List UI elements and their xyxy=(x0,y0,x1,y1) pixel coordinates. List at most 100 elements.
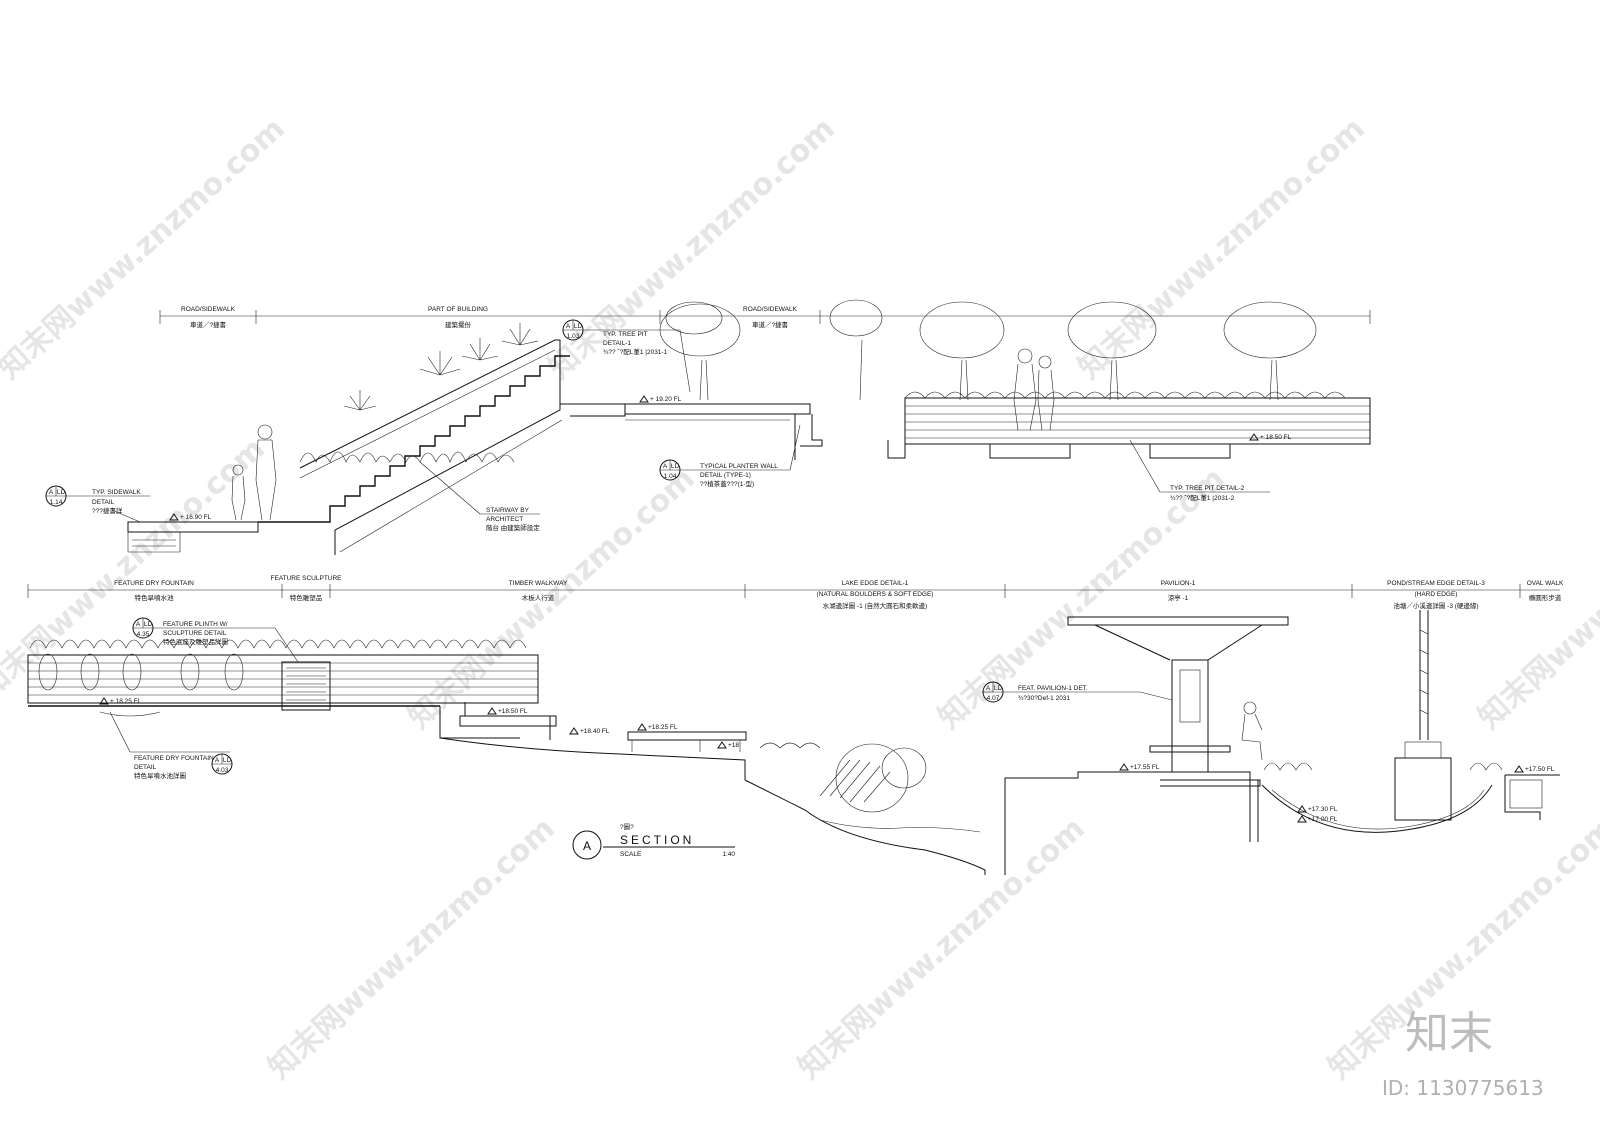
zone-sublabel: (NATURAL BOULDERS & SOFT EDGE) xyxy=(817,591,934,598)
svg-text:1.03: 1.03 xyxy=(567,333,580,340)
svg-text:+ 19.20 FL: + 19.20 FL xyxy=(650,396,682,403)
callout-sidewalk: A LD 1.14 TYP. SIDEWALK DETAIL ???捷書詳 xyxy=(45,485,150,523)
zone-sublabel: 特色旱噴水池 xyxy=(135,593,175,602)
svg-text:A: A xyxy=(566,323,571,330)
svg-text:4.35: 4.35 xyxy=(137,631,150,638)
logo-text: 知末 xyxy=(1405,1008,1493,1059)
svg-text:LD: LD xyxy=(223,757,232,764)
callout-planter-wall: A LD 1.04 TYPICAL PLANTER WALL DETAIL (T… xyxy=(659,424,801,488)
svg-text:A: A xyxy=(215,757,220,764)
section-title-block: A ?圖? SECTION SCALE 1:40 xyxy=(572,823,735,860)
zone-sublabel: 木板人行道 xyxy=(522,593,555,602)
svg-text:¾?? ˘?配L堇1 |2031-2: ¾?? ˘?配L堇1 |2031-2 xyxy=(1170,493,1235,502)
svg-text:+18.40 FL: +18.40 FL xyxy=(580,728,610,735)
zone-sublabel: 橢圓形步道 xyxy=(1529,593,1562,602)
svg-text:TYP. SIDEWALK: TYP. SIDEWALK xyxy=(92,489,141,496)
svg-text:LD: LD xyxy=(57,489,66,496)
scale-label: SCALE xyxy=(620,851,642,858)
zone-sublabel: 特色雕塑品 xyxy=(290,593,323,602)
zone-label: PAVILION-1 xyxy=(1161,580,1196,587)
svg-text:A: A xyxy=(663,463,668,470)
svg-text:+ 18.25 FL: + 18.25 FL xyxy=(110,698,142,705)
zone-sublabel: 水湖邊詳圖 -1 (自然大圓石和柔軟邊) xyxy=(823,601,928,610)
watermark-text: 知末网www.znzmo.com xyxy=(542,111,842,386)
svg-text:1.04: 1.04 xyxy=(664,473,677,480)
shrub-group xyxy=(29,639,527,691)
svg-text:特色旱噴水池詳圖: 特色旱噴水池詳圖 xyxy=(134,771,186,780)
svg-text:DETAIL: DETAIL xyxy=(92,499,115,506)
svg-text:DETAIL: DETAIL xyxy=(134,764,157,771)
svg-text:DETAIL-1: DETAIL-1 xyxy=(603,340,631,347)
section-letter: A xyxy=(583,839,591,853)
svg-text:ARCHITECT: ARCHITECT xyxy=(486,516,523,523)
svg-text:+18: +18 xyxy=(728,742,739,749)
svg-text:FEATURE PLINTH W/: FEATURE PLINTH W/ xyxy=(163,621,228,628)
note-stairway: STAIRWAY BY ARCHITECT 階台 由建築師設定 xyxy=(419,461,540,532)
zone-sublabel: 車道／?捷書 xyxy=(752,320,789,329)
svg-text:TYPICAL PLANTER WALL: TYPICAL PLANTER WALL xyxy=(700,463,778,470)
level-markers: + 18.25 FL +18.50 FL +18.40 FL +18.25 FL… xyxy=(99,697,1555,823)
svg-text:LD: LD xyxy=(671,463,680,470)
zone-sublabel: 涼亭 -1 xyxy=(1168,593,1189,602)
svg-text:???捷書詳: ???捷書詳 xyxy=(92,506,123,515)
tree-group xyxy=(659,299,1346,401)
watermark-text: 知末网www.znzmo.com xyxy=(0,431,272,706)
lower-section: FEATURE DRY FOUNTAIN 特色旱噴水池 FEATURE SCUL… xyxy=(27,575,1564,875)
figure-group xyxy=(231,348,1055,521)
svg-text:FEATURE DRY FOUNTAIN: FEATURE DRY FOUNTAIN xyxy=(134,755,214,762)
svg-text:SCULPTURE DETAIL: SCULPTURE DETAIL xyxy=(163,630,227,637)
svg-text:+18.25 FL: +18.25 FL xyxy=(648,724,678,731)
svg-text:+ 18.50 FL: + 18.50 FL xyxy=(1260,434,1292,441)
scale-value: 1:40 xyxy=(722,851,735,858)
svg-text:+ 16.90 FL: + 16.90 FL xyxy=(180,514,212,521)
svg-text:+17.00 FL: +17.00 FL xyxy=(1308,816,1338,823)
zone-label: POND/STREAM EDGE DETAIL-3 xyxy=(1387,580,1485,587)
zone-label: FEATURE SCULPTURE xyxy=(270,575,342,582)
image-id: ID: 1130775613 xyxy=(1382,1076,1544,1100)
svg-text:TYP. TREE PIT DETAIL-2: TYP. TREE PIT DETAIL-2 xyxy=(1170,485,1245,492)
callout-pavilion: A LD 4.07 FEAT. PAVILION-1 DET. ¾?30?Def… xyxy=(982,681,1173,703)
section-title: SECTION xyxy=(620,833,694,847)
shrub-group xyxy=(299,323,539,463)
zone-sublabel: 建築擺份 xyxy=(445,320,472,329)
svg-text:+17.55 FL: +17.55 FL xyxy=(1130,764,1160,771)
upper-section: ROAD/SIDEWALK 車道／?捷書 PART OF BUILDING 建築… xyxy=(45,299,1371,555)
watermark-text: 知末网www.znzmo.com xyxy=(0,111,292,386)
svg-text:TYP. TREE PIT: TYP. TREE PIT xyxy=(603,331,648,338)
zone-label: LAKE EDGE DETAIL-1 xyxy=(842,580,909,587)
section-title-chinese: ?圖? xyxy=(620,823,634,831)
svg-text:¾?? ˘?配L堇1 |2031-1: ¾?? ˘?配L堇1 |2031-1 xyxy=(603,347,668,356)
watermark-text: 知末网www.znzmo.com xyxy=(1072,111,1372,386)
svg-text:??植茶蓋???(1-型): ??植茶蓋???(1-型) xyxy=(700,479,754,488)
svg-text:FEAT. PAVILION-1 DET.: FEAT. PAVILION-1 DET. xyxy=(1018,685,1088,692)
svg-text:特色底座及雕塑品詳圖: 特色底座及雕塑品詳圖 xyxy=(163,637,228,646)
watermark-text: 知末网www.znzmo.com xyxy=(792,811,1092,1086)
svg-text:A: A xyxy=(49,489,54,496)
zone-sublabel: 池塘／小溪邊詳圖 -3 (硬邊緣) xyxy=(1393,601,1478,610)
zone-label: OVAL WALK xyxy=(1527,580,1564,587)
zone-label: FEATURE DRY FOUNTAIN xyxy=(114,580,194,587)
svg-text:+17.50 FL: +17.50 FL xyxy=(1525,766,1555,773)
zone-label: PART OF BUILDING xyxy=(428,306,488,313)
callout-tree-pit: A LD 1.03 TYP. TREE PIT DETAIL-1 ¾?? ˘?配… xyxy=(562,319,691,393)
svg-text:LD: LD xyxy=(144,621,153,628)
svg-text:+18.50 FL: +18.50 FL xyxy=(498,708,528,715)
zone-label: ROAD/SIDEWALK xyxy=(743,306,798,313)
svg-text:STAIRWAY BY: STAIRWAY BY xyxy=(486,507,530,514)
callout-plinth: A LD 4.35 FEATURE PLINTH W/ SCULPTURE DE… xyxy=(132,617,299,663)
zone-label: TIMBER WALKWAY xyxy=(509,580,568,587)
svg-text:1.14: 1.14 xyxy=(50,499,63,506)
zone-label: ROAD/SIDEWALK xyxy=(181,306,236,313)
zone-sublabel: 車道／?捷書 xyxy=(190,320,227,329)
svg-text:¾?30?Def-1 2031: ¾?30?Def-1 2031 xyxy=(1018,695,1070,702)
watermark-logo: 知末 ID: 1130775613 xyxy=(1382,1008,1544,1100)
svg-text:DETAIL (TYPE-1): DETAIL (TYPE-1) xyxy=(700,472,751,479)
callout-dry-fountain: FEATURE DRY FOUNTAIN DETAIL 特色旱噴水池詳圖 A L… xyxy=(109,711,233,780)
svg-text:A: A xyxy=(136,621,141,628)
svg-text:階台 由建築師設定: 階台 由建築師設定 xyxy=(486,523,540,532)
svg-text:A: A xyxy=(986,685,991,692)
watermark-layer: 知末网www.znzmo.com 知末网www.znzmo.com 知末网www… xyxy=(0,111,1600,1086)
watermark-text: 知末网www.znzmo.com xyxy=(262,811,562,1086)
zone-sublabel: (HARD EDGE) xyxy=(1415,591,1458,598)
